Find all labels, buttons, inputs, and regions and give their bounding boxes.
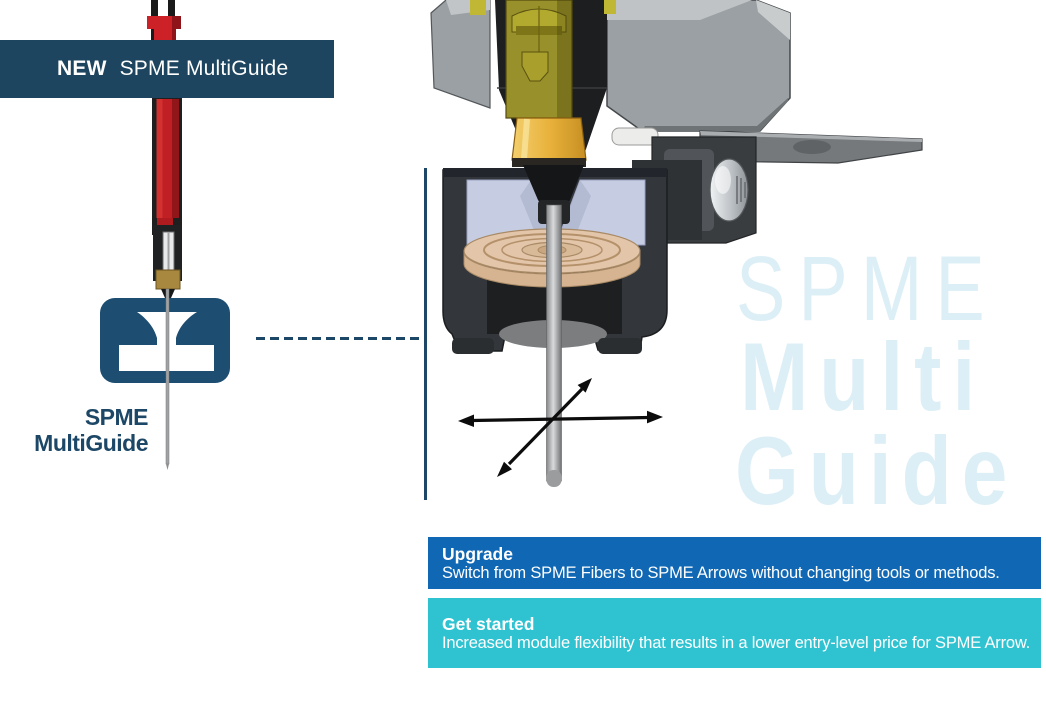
bracket-screw [709, 158, 749, 222]
upgrade-body: Switch from SPME Fibers to SPME Arrows w… [442, 564, 1000, 582]
sampling-needle-rod [546, 204, 562, 487]
device-label-line2: MultiGuide [34, 430, 148, 456]
injector-tube [470, 0, 616, 167]
left-housing-block [430, 0, 491, 109]
watermark-multi: Multi [740, 324, 987, 432]
mechanism-cutaway-illustration [430, 0, 923, 487]
fiber-needle [165, 288, 170, 470]
multiguide-icon [100, 298, 230, 383]
upgrade-banner: Upgrade Switch from SPME Fibers to SPME … [428, 537, 1041, 589]
watermark-spme: SPME [736, 236, 998, 340]
right-housing-block [606, 0, 791, 132]
get-started-heading: Get started [442, 614, 535, 634]
holder-top-rails [147, 0, 181, 44]
dashed-connector-line [256, 337, 423, 340]
motion-arrows [458, 378, 663, 477]
new-badge: NEW [57, 57, 107, 80]
new-banner: NEW SPME MultiGuide [0, 40, 334, 98]
watermark-guide: Guide [735, 418, 1018, 526]
get-started-banner: Get started Increased module flexibility… [428, 598, 1041, 668]
new-banner-title: SPME MultiGuide [119, 57, 289, 80]
tube-insert-olive [505, 0, 573, 119]
device-label: SPME MultiGuide [30, 404, 148, 456]
get-started-body: Increased module flexibility that result… [442, 634, 1031, 652]
upgrade-heading: Upgrade [442, 544, 513, 564]
center-nut [523, 165, 584, 216]
gold-ferrule [511, 117, 587, 167]
fiber-holder-illustration [100, 0, 230, 470]
yellow-tab-right [604, 0, 616, 14]
yellow-tab-left [470, 0, 486, 15]
vertical-rule [424, 168, 427, 500]
spacer-cylinder [611, 127, 659, 146]
holder-red-barrel [156, 99, 179, 232]
device-label-line1: SPME [84, 404, 149, 430]
